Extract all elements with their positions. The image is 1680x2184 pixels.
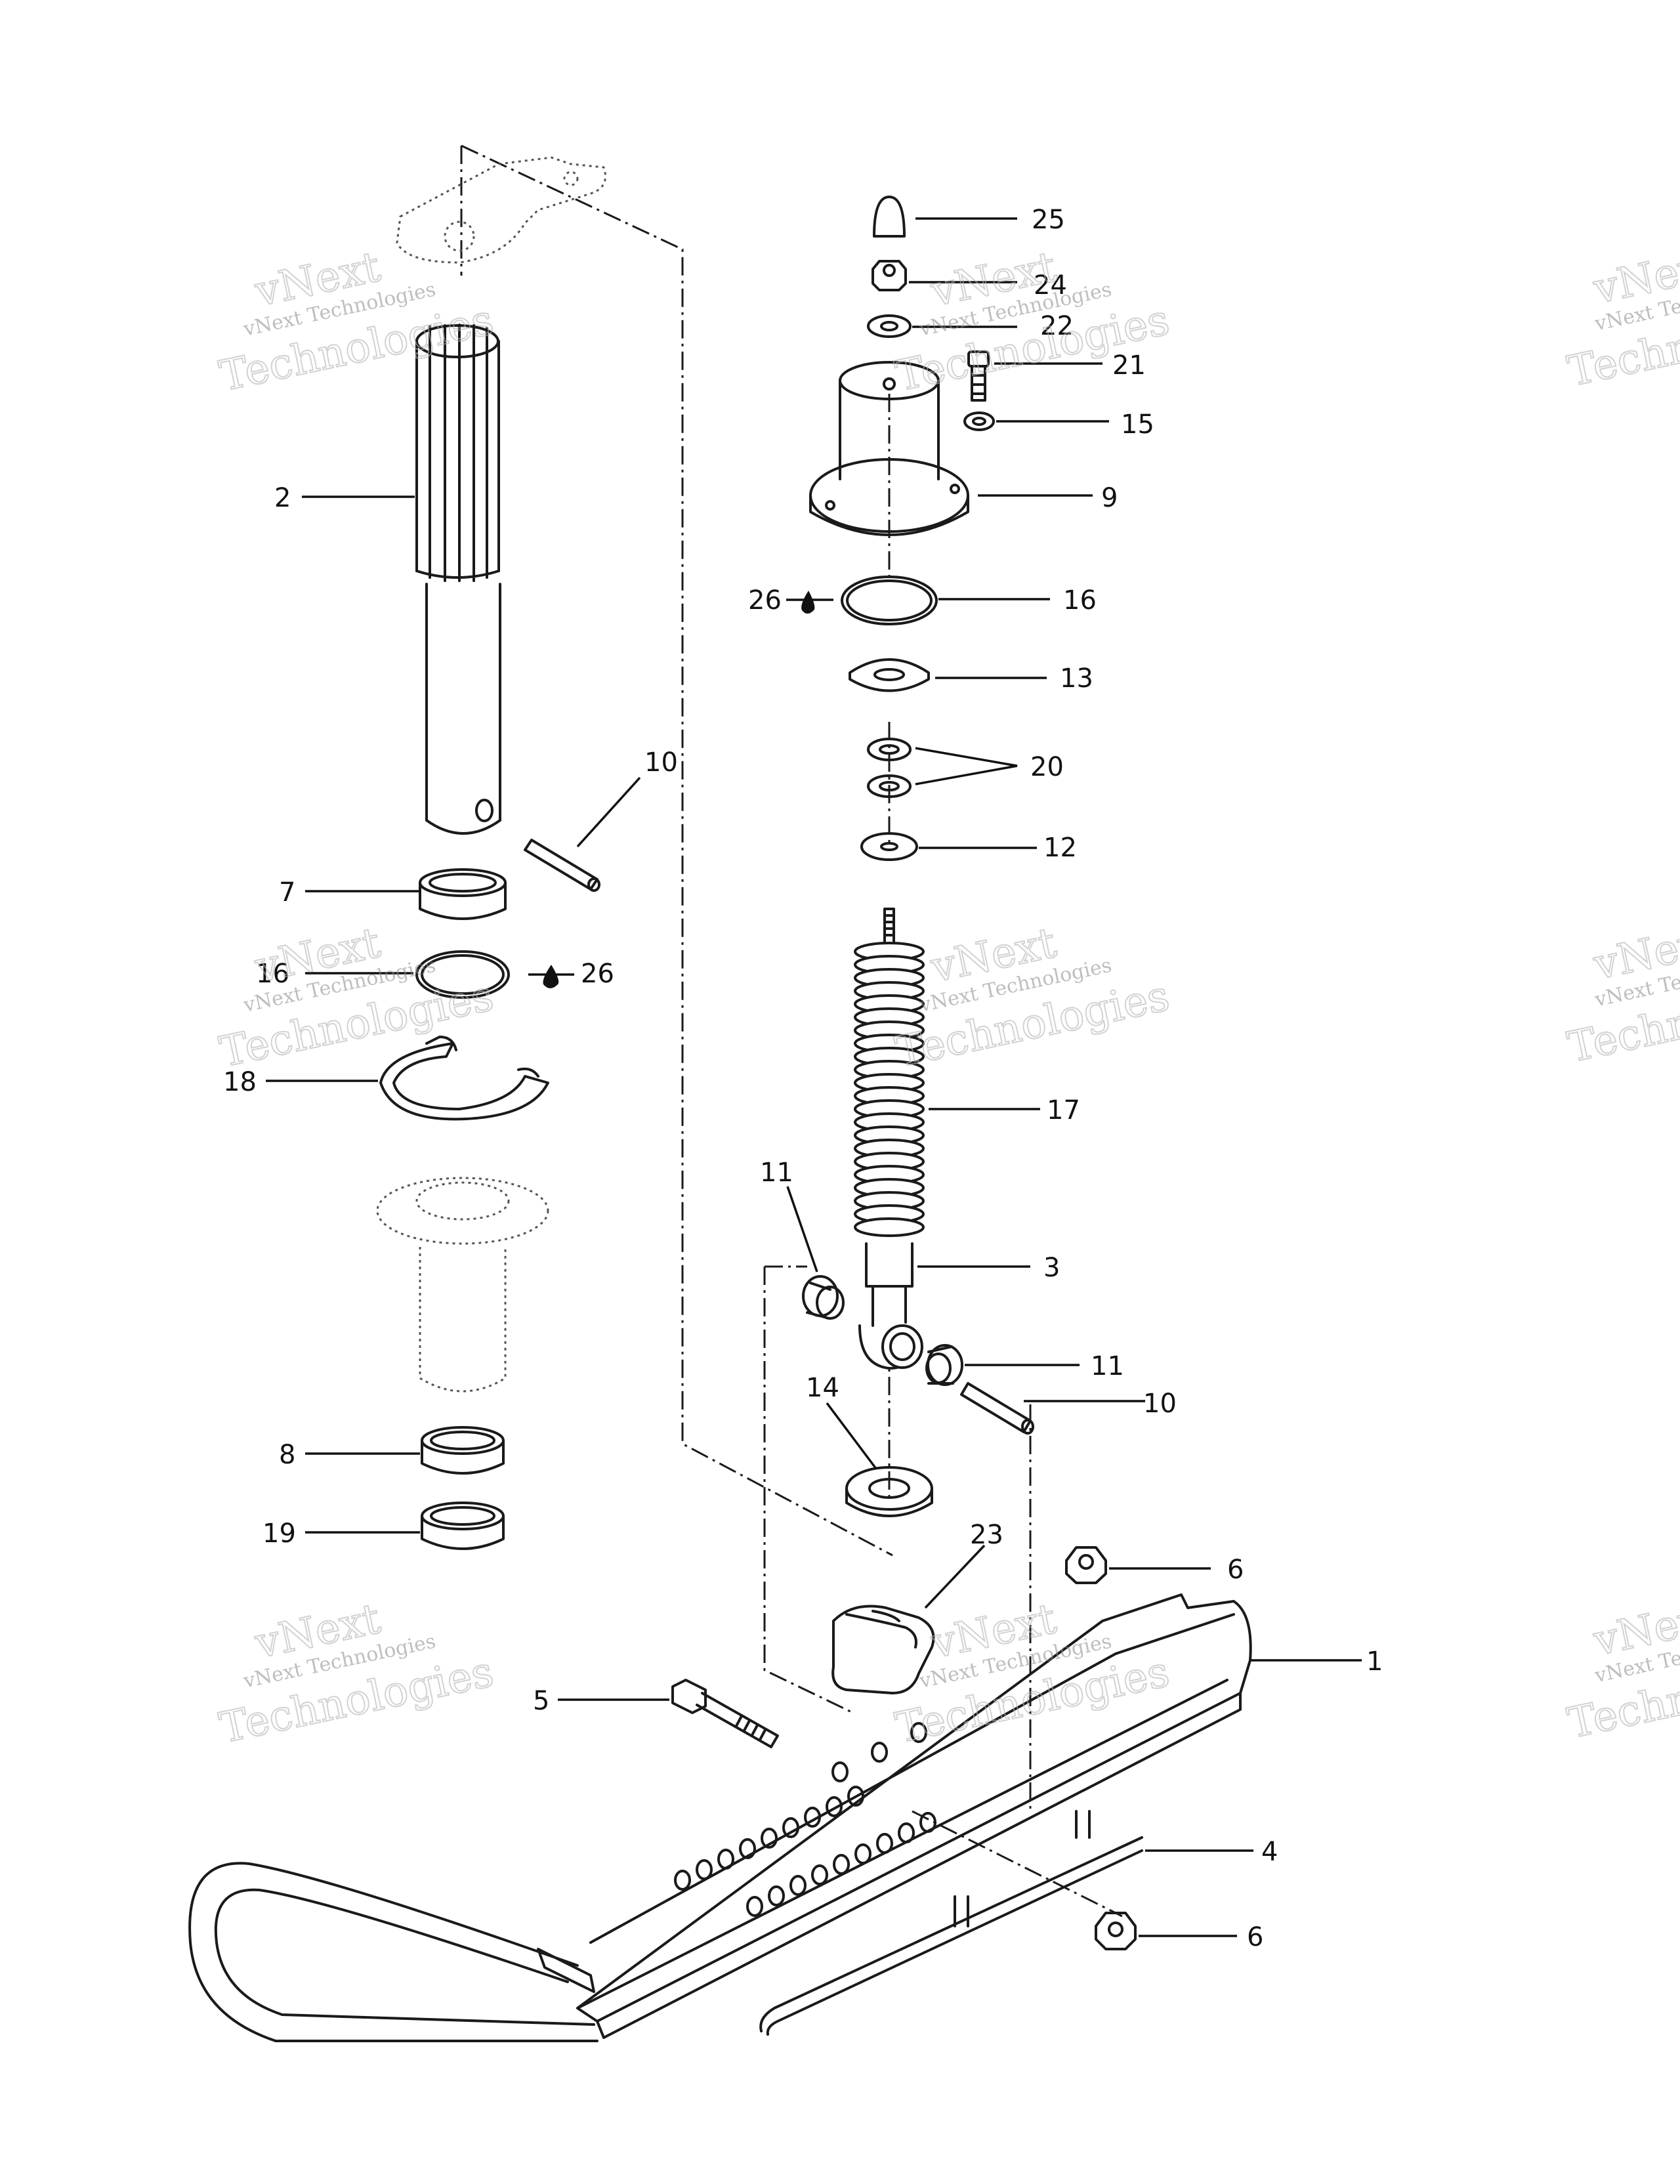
part-11-bushing-left bbox=[802, 1275, 845, 1320]
callout-10-upper: 10 bbox=[644, 747, 678, 778]
callout-5: 5 bbox=[533, 1686, 549, 1716]
ski-hole bbox=[919, 1812, 936, 1833]
callout-26-lower: 26 bbox=[581, 959, 614, 989]
ski-hole bbox=[804, 1807, 821, 1828]
part-6-nut-upper bbox=[1065, 1546, 1107, 1584]
callout-23: 23 bbox=[970, 1520, 1003, 1550]
ski-hole bbox=[746, 1896, 763, 1917]
callout-6-lower: 6 bbox=[1247, 1922, 1263, 1952]
part-20-washer-lower bbox=[867, 774, 912, 798]
part-10-pin-upper bbox=[524, 839, 600, 892]
callout-8: 8 bbox=[279, 1440, 295, 1470]
ski-hole bbox=[696, 1859, 713, 1880]
callout-2: 2 bbox=[274, 483, 291, 513]
callout-16-right: 16 bbox=[1063, 585, 1097, 616]
spring-coil bbox=[854, 1217, 925, 1237]
part-1-ski bbox=[188, 1593, 1252, 2042]
part-19-bushing bbox=[421, 1502, 505, 1550]
ski-hole bbox=[739, 1838, 756, 1859]
part-9-cup bbox=[809, 361, 969, 536]
callout-16-left: 16 bbox=[256, 959, 289, 989]
callout-13: 13 bbox=[1060, 663, 1093, 694]
callout-4: 4 bbox=[1261, 1837, 1278, 1867]
callout-26-upper: 26 bbox=[748, 585, 782, 616]
part-25-cap bbox=[873, 196, 906, 238]
ski-hole bbox=[831, 1761, 849, 1782]
ski-hole bbox=[826, 1796, 843, 1817]
oil-drop-icon bbox=[786, 591, 833, 614]
part-4-runner bbox=[759, 1810, 1143, 2036]
callout-labels: 25 24 22 21 15 9 26 16 13 20 12 2 10 7 1… bbox=[223, 205, 1383, 1952]
callout-11-right: 11 bbox=[1091, 1351, 1124, 1381]
part-20-washer-upper bbox=[867, 738, 912, 761]
ski-hole bbox=[833, 1854, 850, 1875]
ski-hole bbox=[854, 1843, 872, 1864]
callout-3: 3 bbox=[1043, 1253, 1060, 1283]
callout-17: 17 bbox=[1047, 1095, 1080, 1125]
callout-11-left: 11 bbox=[760, 1158, 793, 1188]
part-23-bumper bbox=[831, 1605, 935, 1694]
oil-drop-icon bbox=[528, 965, 574, 988]
part-15-washer bbox=[963, 411, 995, 431]
part-13-retainer bbox=[849, 658, 930, 692]
ski-hole bbox=[871, 1742, 888, 1763]
part-11-bushing-right bbox=[925, 1344, 963, 1386]
callout-7: 7 bbox=[279, 877, 295, 908]
ski-hole bbox=[761, 1828, 778, 1849]
callout-6-upper: 6 bbox=[1227, 1555, 1244, 1585]
callout-19: 19 bbox=[262, 1519, 296, 1549]
part-8-bushing bbox=[421, 1426, 505, 1475]
ski-hole bbox=[898, 1822, 915, 1843]
callout-1: 1 bbox=[1366, 1647, 1383, 1677]
ski-hole bbox=[811, 1864, 828, 1885]
part-6-nut-lower bbox=[1095, 1912, 1137, 1950]
part-22-washer bbox=[867, 314, 912, 338]
callout-20: 20 bbox=[1030, 752, 1064, 782]
callout-22: 22 bbox=[1040, 311, 1074, 341]
ski-hole bbox=[876, 1833, 893, 1854]
callout-21: 21 bbox=[1112, 350, 1146, 381]
callout-9: 9 bbox=[1101, 483, 1118, 513]
part-18-snap-ring bbox=[379, 1036, 549, 1121]
callout-18: 18 bbox=[223, 1067, 257, 1097]
callout-14: 14 bbox=[806, 1373, 839, 1403]
ski-hole bbox=[789, 1875, 807, 1896]
part-24-nut bbox=[872, 260, 907, 291]
ski-hole bbox=[910, 1722, 927, 1743]
callout-25: 25 bbox=[1032, 205, 1065, 235]
part-16-o-ring-left bbox=[415, 950, 510, 999]
part-10-pin-lower bbox=[960, 1382, 1034, 1435]
callout-10-lower: 10 bbox=[1143, 1389, 1177, 1419]
part-7-bushing bbox=[419, 868, 507, 920]
ski-hole bbox=[717, 1849, 734, 1870]
assembly-centerlines bbox=[460, 144, 1123, 1918]
leader-lines bbox=[266, 217, 1362, 1937]
part-5-bolt bbox=[671, 1679, 779, 1748]
ski-hole bbox=[847, 1786, 864, 1807]
ghost-housing bbox=[376, 1177, 549, 1393]
part-12-washer bbox=[860, 832, 918, 861]
part-16-o-ring-right bbox=[841, 576, 938, 625]
part-14-washer bbox=[845, 1466, 933, 1517]
part-17-spring bbox=[854, 908, 925, 1237]
ski-hole bbox=[674, 1870, 691, 1891]
ski-hole bbox=[782, 1817, 799, 1838]
part-2-steering-column bbox=[396, 156, 606, 835]
part-3-shock-absorber bbox=[858, 1242, 923, 1370]
ski-hole bbox=[768, 1885, 785, 1906]
callout-24: 24 bbox=[1034, 270, 1067, 301]
part-21-screw bbox=[967, 350, 990, 402]
callout-15: 15 bbox=[1121, 410, 1154, 440]
callout-12: 12 bbox=[1043, 833, 1077, 863]
